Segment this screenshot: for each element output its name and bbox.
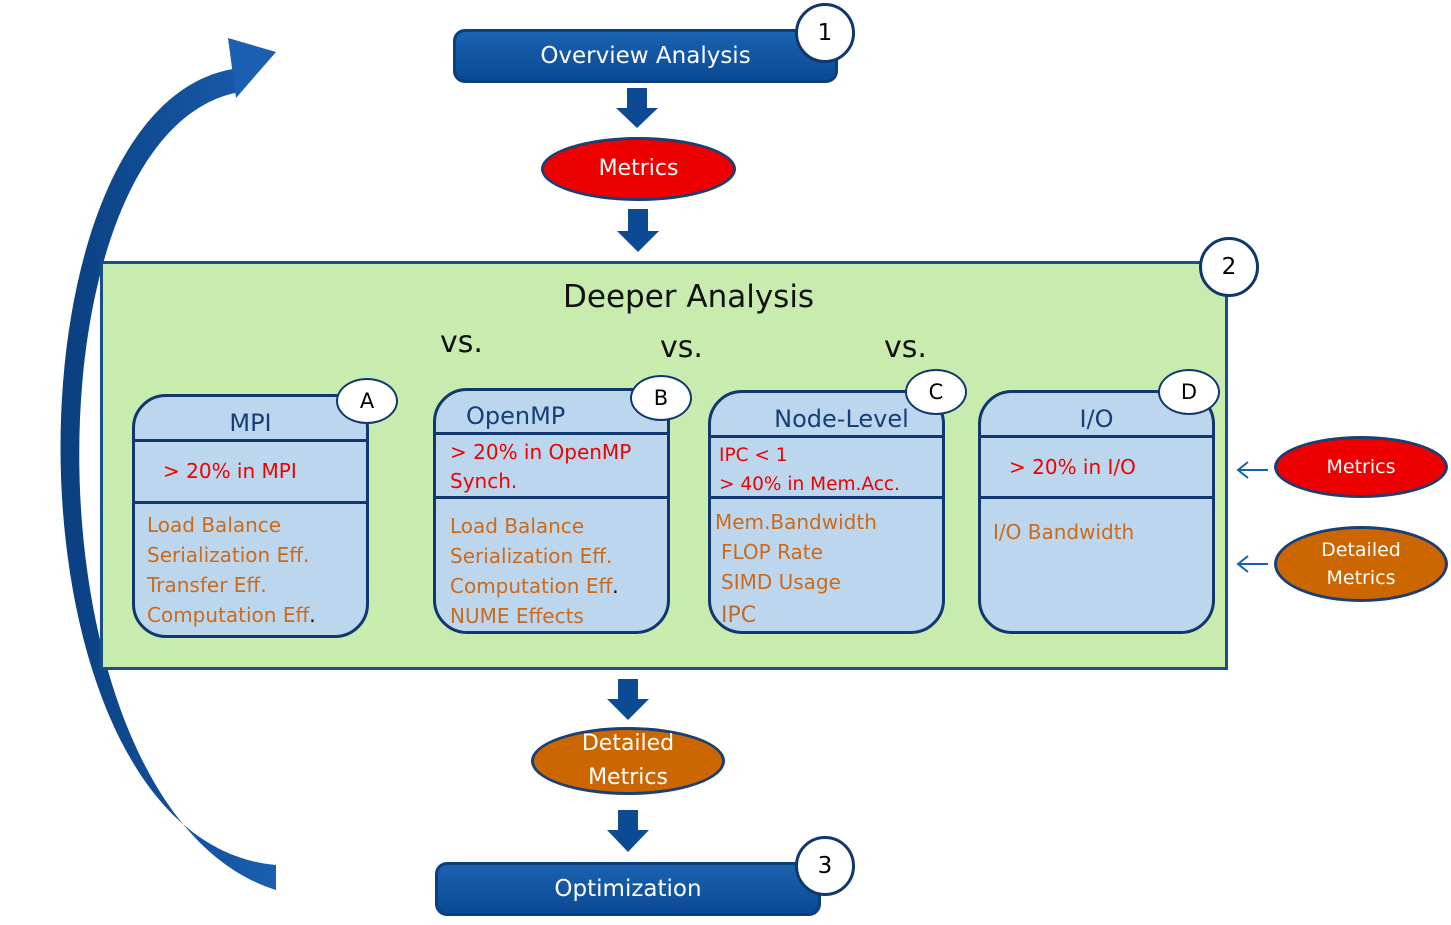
- vs-label: vs.: [660, 330, 703, 365]
- deeper-analysis-title: Deeper Analysis: [563, 279, 815, 315]
- card-title: I/O: [981, 393, 1212, 438]
- card-metrics: > 20% in OpenMP Synch.: [436, 435, 667, 499]
- legend-metrics-oval: Metrics: [1274, 436, 1448, 498]
- legend-pointers: [1236, 461, 1268, 573]
- down-arrow-3: [607, 679, 649, 720]
- step-number-1: 1: [795, 3, 855, 63]
- metrics-oval: Metrics: [541, 137, 736, 201]
- card-mpi: MPI > 20% in MPI Load Balance Serializat…: [132, 394, 369, 638]
- card-detailed-metrics: Load Balance Serialization Eff. Transfer…: [147, 513, 316, 627]
- detailed-metrics-oval: Detailed Metrics: [531, 727, 725, 795]
- card-io: I/O > 20% in I/O I/O Bandwidth: [978, 390, 1215, 634]
- vs-label: vs.: [440, 325, 483, 360]
- card-metrics: > 20% in I/O: [981, 438, 1212, 499]
- card-detailed-metrics: Mem.Bandwidth FLOP Rate SIMD Usage IPC: [715, 510, 877, 628]
- card-openmp: OpenMP > 20% in OpenMP Synch. Load Balan…: [433, 388, 670, 634]
- badge-b: B: [630, 375, 692, 421]
- card-title: OpenMP: [436, 391, 667, 435]
- optimization-label: Optimization: [554, 876, 702, 902]
- card-title: MPI: [135, 397, 366, 442]
- vs-label: vs.: [884, 330, 927, 365]
- card-detailed-metrics: I/O Bandwidth: [993, 520, 1135, 544]
- down-arrow-2: [617, 209, 659, 252]
- card-title: Node-Level: [711, 393, 942, 438]
- down-arrow-4: [607, 810, 649, 852]
- badge-c: C: [905, 369, 967, 415]
- legend-detailed-metrics-oval: Detailed Metrics: [1274, 526, 1448, 602]
- overview-analysis-box: Overview Analysis: [453, 29, 838, 83]
- loop-arrow-head: [228, 38, 276, 98]
- down-arrow-1: [616, 88, 658, 128]
- step-number-2: 2: [1199, 237, 1259, 297]
- step-number-3: 3: [795, 836, 855, 896]
- overview-analysis-label: Overview Analysis: [540, 43, 751, 69]
- card-metrics: IPC < 1 > 40% in Mem.Acc.: [711, 438, 942, 499]
- card-node-level: Node-Level IPC < 1 > 40% in Mem.Acc. Mem…: [708, 390, 945, 634]
- card-metrics: > 20% in MPI: [135, 442, 366, 504]
- badge-d: D: [1158, 369, 1220, 415]
- optimization-box: Optimization: [435, 862, 821, 916]
- badge-a: A: [336, 378, 398, 424]
- card-detailed-metrics: Load Balance Serialization Eff. Computat…: [450, 514, 619, 628]
